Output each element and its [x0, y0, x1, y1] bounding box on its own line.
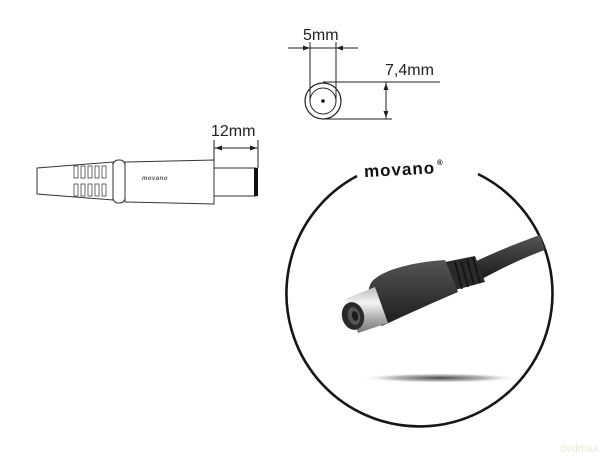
brand-logo-text: movano — [363, 158, 436, 182]
brand-logo: movano® — [364, 158, 445, 182]
watermark: dvdmax — [560, 443, 599, 455]
side-view-brand-text: movano — [142, 176, 169, 182]
photo-circle-border — [285, 172, 554, 428]
outer-diameter-label: 7,4mm — [385, 62, 434, 79]
tip-length-label: 12mm — [211, 123, 256, 140]
inner-diameter-label: 5mm — [303, 27, 339, 44]
registered-mark: ® — [436, 157, 444, 168]
